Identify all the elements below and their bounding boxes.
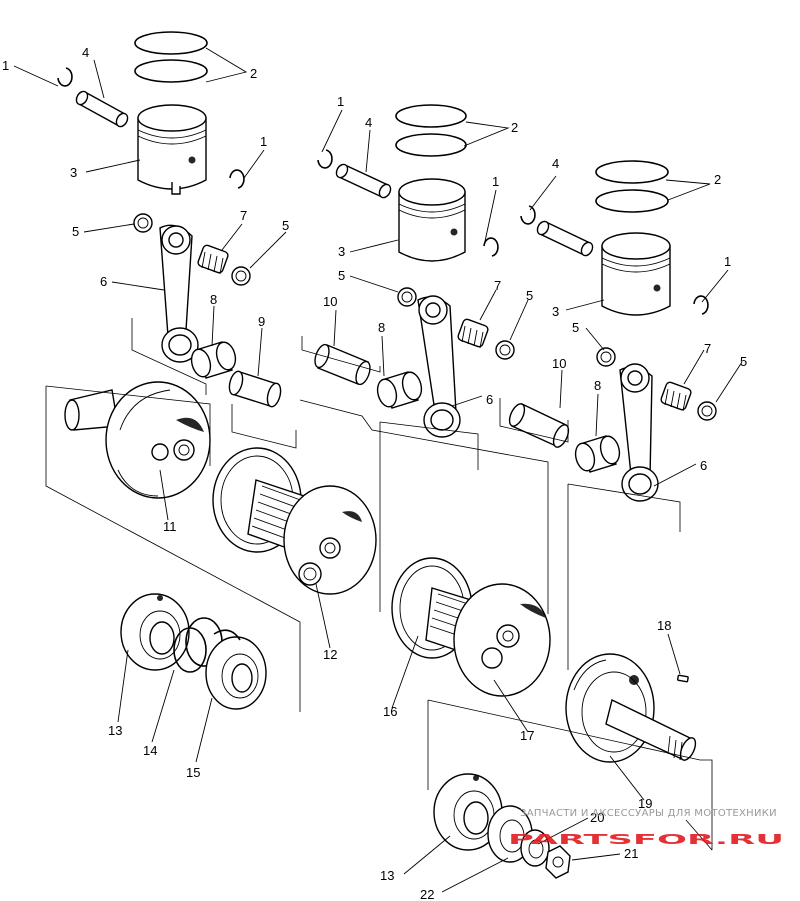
callout-6: 6 <box>486 392 493 407</box>
circlip-right-inner <box>693 295 709 315</box>
callout-8: 8 <box>378 320 385 335</box>
callout-9: 9 <box>258 314 265 329</box>
needle-bearing-big-right <box>574 435 621 473</box>
piston-ring-lower-left <box>134 59 208 83</box>
callout-3: 3 <box>552 304 559 319</box>
callout-1: 1 <box>724 254 731 269</box>
callout-5: 5 <box>338 268 345 283</box>
woodruff-key <box>677 674 689 683</box>
callout-10: 10 <box>323 294 337 309</box>
thrust-washer-right-a <box>596 347 616 367</box>
callout-2: 2 <box>714 172 721 187</box>
crank-pin-right <box>508 403 570 448</box>
wrist-pin-right <box>536 220 594 257</box>
callout-7: 7 <box>240 208 247 223</box>
callout-19: 19 <box>638 796 652 811</box>
callout-5: 5 <box>282 218 289 233</box>
callout-21: 21 <box>624 846 638 861</box>
needle-bearing-big-left <box>190 341 237 379</box>
needle-bearing-small-center <box>457 318 489 349</box>
needle-bearing-small-right <box>660 381 692 412</box>
piston-ring-lower-center <box>395 133 467 157</box>
assembly-guide-lines <box>45 318 713 851</box>
piston-center <box>398 178 466 262</box>
crank-pin-center <box>314 343 371 386</box>
watermark-tagline: ЗАПЧАСТИ И АКСЕССУАРЫ ДЛЯ МОТОТЕХНИКИ <box>520 808 777 819</box>
connecting-rod-left <box>159 224 199 363</box>
callout-13: 13 <box>380 868 394 883</box>
watermark-logo: PARTSFOR.RU <box>508 833 784 848</box>
callout-6: 6 <box>100 274 107 289</box>
crank-pin-left <box>228 370 282 408</box>
nut-21 <box>545 845 571 879</box>
circlip-right-outer <box>520 205 536 225</box>
piston-left <box>137 104 207 195</box>
callout-7: 7 <box>494 278 501 293</box>
callout-5: 5 <box>740 354 747 369</box>
piston-ring-lower-right <box>595 189 669 213</box>
needle-bearing-small-left <box>197 244 229 275</box>
callout-13: 13 <box>108 723 122 738</box>
piston-right <box>601 232 671 316</box>
callout-4: 4 <box>365 115 372 130</box>
piston-ring-upper-left <box>134 31 208 55</box>
callout-5: 5 <box>526 288 533 303</box>
connecting-rod-right <box>619 363 659 502</box>
callout-18: 18 <box>657 618 671 633</box>
callout-2: 2 <box>511 120 518 135</box>
thrust-washer-center-b <box>495 340 515 360</box>
leader-lines <box>13 47 743 893</box>
callout-labels: 1 2 3 4 1 5 7 5 6 8 9 11 12 13 14 15 1 4… <box>2 45 747 901</box>
crank-center-lower <box>391 557 551 697</box>
main-bearing-15 <box>205 629 267 710</box>
piston-assembly-right <box>508 160 717 502</box>
callout-14: 14 <box>143 743 157 758</box>
thrust-washer-center-a <box>397 287 417 307</box>
callout-8: 8 <box>210 292 217 307</box>
watermark: ЗАПЧАСТИ И АКСЕССУАРЫ ДЛЯ МОТОТЕХНИКИ PA… <box>508 808 784 848</box>
callout-20: 20 <box>590 810 604 825</box>
callout-2: 2 <box>250 66 257 81</box>
callout-1: 1 <box>260 134 267 149</box>
main-bearing-right <box>433 773 503 851</box>
callout-3: 3 <box>338 244 345 259</box>
callout-10: 10 <box>552 356 566 371</box>
circlip-left-inner <box>229 169 245 189</box>
callout-15: 15 <box>186 765 200 780</box>
main-bearing-left <box>120 593 190 671</box>
thrust-washer-left-a <box>133 213 153 233</box>
callout-1: 1 <box>337 94 344 109</box>
circlip-center-inner <box>483 237 499 257</box>
callout-3: 3 <box>70 165 77 180</box>
washer-20 <box>520 829 550 867</box>
circlip-center-outer <box>317 149 333 169</box>
callout-6: 6 <box>700 458 707 473</box>
callout-16: 16 <box>383 704 397 719</box>
connecting-rod-center <box>417 295 461 438</box>
callout-22: 22 <box>420 887 434 901</box>
wrist-pin-center <box>335 163 392 199</box>
callout-12: 12 <box>323 647 337 662</box>
callout-4: 4 <box>552 156 559 171</box>
callout-1: 1 <box>492 174 499 189</box>
thrust-washer-right-b <box>697 401 717 421</box>
callout-17: 17 <box>520 728 534 743</box>
callout-1: 1 <box>2 58 9 73</box>
circlip-left-outer <box>57 67 73 87</box>
piston-ring-upper-right <box>595 160 669 184</box>
crank-half-pto <box>64 381 211 499</box>
callout-8: 8 <box>594 378 601 393</box>
callout-5: 5 <box>72 224 79 239</box>
wrist-pin-left <box>75 90 129 128</box>
piston-assembly-left <box>57 31 282 408</box>
callout-11: 11 <box>163 519 177 534</box>
thrust-washer-left-b <box>231 266 251 286</box>
piston-ring-upper-center <box>395 104 467 128</box>
callout-5: 5 <box>572 320 579 335</box>
callout-7: 7 <box>704 341 711 356</box>
needle-bearing-big-center <box>376 371 423 409</box>
callout-4: 4 <box>82 45 89 60</box>
crank-center-section <box>212 447 377 595</box>
